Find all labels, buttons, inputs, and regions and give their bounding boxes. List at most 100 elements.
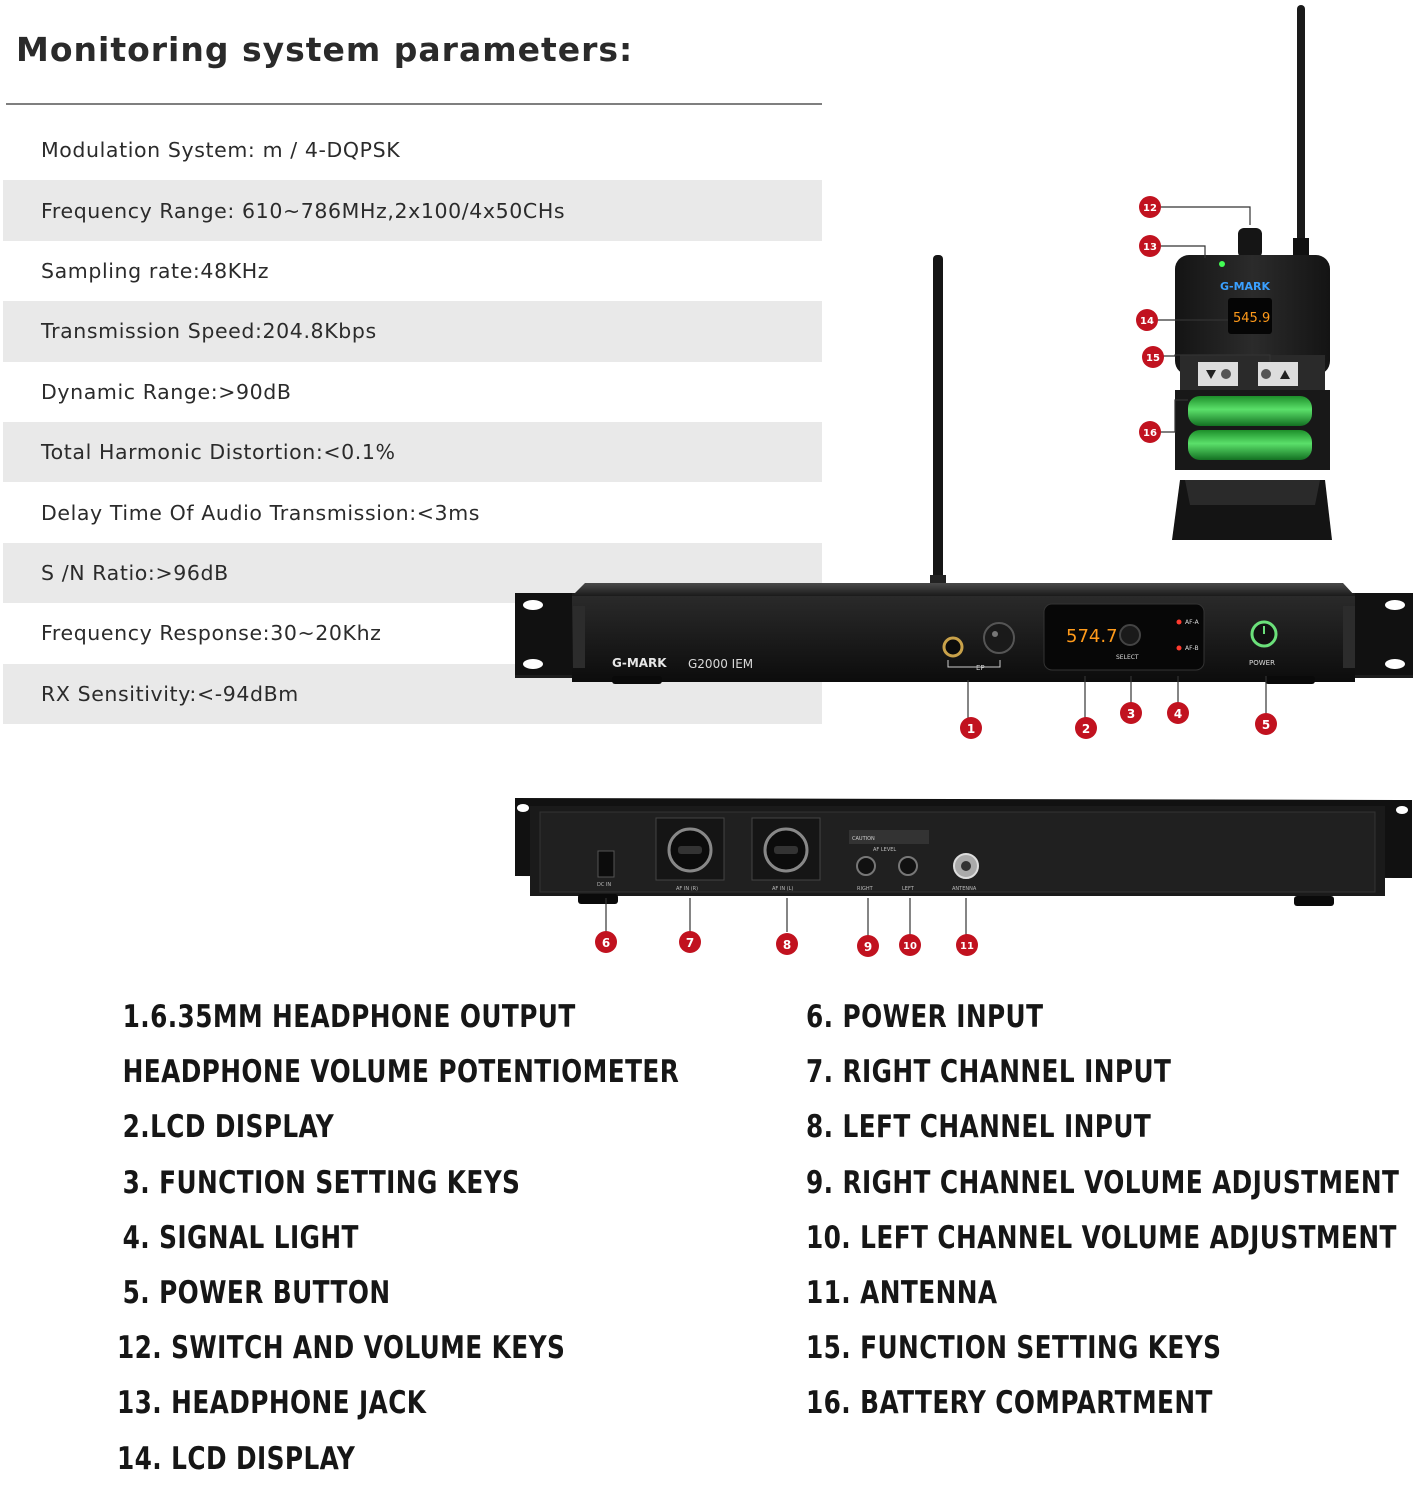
af-a-label: AF-A (1185, 619, 1200, 626)
svg-text:3: 3 (1127, 707, 1135, 721)
left-label: LEFT (902, 886, 915, 892)
svg-text:8: 8 (783, 938, 791, 952)
marker-12: 12 (1139, 196, 1161, 218)
receiver-lcd: 545.9 (1233, 311, 1270, 326)
receiver-down-key[interactable] (1198, 362, 1238, 386)
legend-item: 11. ANTENNA (806, 1274, 998, 1311)
spec-label: Transmission Speed: (41, 319, 263, 344)
svg-text:1: 1 (967, 722, 975, 736)
legend-item: 2.LCD DISPLAY (122, 1109, 335, 1146)
spec-row-sampling-rate: Sampling rate:48KHz (3, 241, 822, 301)
marker-13: 13 (1139, 235, 1161, 257)
marker-7: 7 (679, 931, 701, 953)
right-level-knob-icon[interactable] (856, 856, 876, 876)
svg-text:2: 2 (1082, 722, 1090, 736)
svg-text:14: 14 (1140, 316, 1154, 327)
spec-label: Sampling rate: (41, 258, 201, 283)
rear-panel: DC IN AF IN (R) AF IN (L) CAUTION AF LEV… (515, 798, 1412, 906)
receiver-volume-knob-icon[interactable] (1238, 228, 1262, 258)
legend-item: 9. RIGHT CHANNEL VOLUME ADJUSTMENT (806, 1164, 1400, 1201)
legend-right: 6. POWER INPUT 7. RIGHT CHANNEL INPUT 8.… (806, 995, 1426, 1437)
spec-value: <3ms (416, 500, 481, 525)
signal-light-a-icon (1176, 619, 1182, 625)
marker-9: 9 (857, 935, 879, 957)
spec-label: Frequency Range: (41, 198, 235, 223)
spec-value: >96dB (155, 560, 229, 585)
spec-row-transmission-speed: Transmission Speed:204.8Kbps (3, 301, 822, 362)
right-label: RIGHT (857, 886, 874, 892)
legend-item: 6. POWER INPUT (806, 999, 1044, 1035)
select-button[interactable] (1119, 624, 1141, 646)
spec-row-delay-time: Delay Time Of Audio Transmission:<3ms (3, 482, 822, 542)
spec-row-dynamic-range: Dynamic Range:>90dB (3, 362, 822, 422)
spec-row-frequency-response: Frequency Response:30~20Khz (3, 603, 822, 663)
af-in-r-label: AF IN (R) (676, 886, 698, 892)
legend-item: 10. LEFT CHANNEL VOLUME ADJUSTMENT (806, 1219, 1397, 1256)
legend-item: 16. BATTERY COMPARTMENT (806, 1385, 1213, 1422)
spec-label: Modulation System: (41, 138, 256, 163)
marker-16: 16 (1139, 421, 1161, 443)
spec-value: m / 4-DQPSK (262, 138, 401, 163)
headphone-jack-icon[interactable] (942, 636, 964, 658)
volume-knob-icon[interactable] (983, 622, 1015, 654)
callout-lines (605, 206, 1271, 936)
marker-10: 10 (899, 934, 921, 956)
spec-value: 30~20Khz (270, 621, 382, 646)
legend-item: 1.6.35MM HEADPHONE OUTPUT (122, 999, 576, 1035)
spec-label: Total Harmonic Distortion: (41, 440, 324, 465)
spec-value: 48KHz (200, 258, 270, 283)
receiver-brand-label: G-MARK (1220, 280, 1271, 293)
antenna-label: ANTENNA (952, 886, 977, 892)
legend-item: 7. RIGHT CHANNEL INPUT (806, 1054, 1172, 1091)
svg-text:13: 13 (1143, 242, 1157, 253)
spec-value: 204.8Kbps (262, 319, 377, 344)
product-illustration: G-MARK G2000 IEM EP 574.7 SELECT AF-A AF… (515, 5, 1413, 957)
spec-label: S /N Ratio: (41, 560, 156, 585)
receiver-antenna (1297, 5, 1305, 260)
dc-jack-icon[interactable] (597, 850, 615, 878)
dc-in-label: DC IN (597, 882, 611, 888)
spec-label: Dynamic Range: (41, 379, 219, 404)
spec-value: >90dB (218, 379, 292, 404)
page-title: Monitoring system parameters: (16, 30, 634, 69)
battery-top (1188, 396, 1312, 426)
svg-text:9: 9 (864, 940, 872, 954)
svg-text:4: 4 (1174, 707, 1182, 721)
marker-3: 3 (1120, 702, 1142, 724)
spec-row-modulation: Modulation System: m / 4-DQPSK (3, 120, 822, 180)
svg-text:15: 15 (1146, 353, 1160, 364)
bodypack-receiver: G-MARK 545.9 (1172, 5, 1332, 540)
spec-label: Frequency Response: (41, 621, 271, 646)
legend-item: 5. POWER BUTTON (122, 1274, 391, 1311)
marker-6: 6 (595, 931, 617, 953)
signal-light-b-icon (1176, 645, 1182, 651)
spec-value: <0.1% (323, 440, 396, 465)
legend-item: 14. LCD DISPLAY (117, 1440, 356, 1477)
svg-text:7: 7 (686, 936, 694, 950)
spec-table: Modulation System: m / 4-DQPSK Frequency… (3, 120, 822, 724)
spec-value: <-94dBm (196, 681, 299, 706)
legend-left: 1.6.35MM HEADPHONE OUTPUT HEADPHONE VOLU… (117, 995, 820, 1492)
spec-label: Delay Time Of Audio Transmission: (41, 500, 417, 525)
marker-2: 2 (1075, 717, 1097, 739)
svg-text:10: 10 (903, 941, 917, 952)
svg-text:16: 16 (1143, 428, 1157, 439)
legend-item: 4. SIGNAL LIGHT (122, 1219, 359, 1256)
marker-14: 14 (1136, 309, 1158, 331)
svg-text:12: 12 (1143, 203, 1157, 214)
marker-11: 11 (956, 934, 978, 956)
front-antenna (930, 255, 946, 593)
marker-4: 4 (1167, 702, 1189, 724)
spec-row-frequency-range: Frequency Range: 610~786MHz,2x100/4x50CH… (3, 180, 822, 241)
receiver-led-icon (1219, 261, 1225, 267)
caution-label: CAUTION (852, 836, 875, 842)
svg-text:5: 5 (1262, 718, 1270, 732)
select-label: SELECT (1116, 654, 1139, 661)
legend-item: 8. LEFT CHANNEL INPUT (806, 1109, 1152, 1146)
legend-item: 13. HEADPHONE JACK (117, 1385, 427, 1422)
af-b-label: AF-B (1185, 645, 1199, 652)
left-level-knob-icon[interactable] (898, 856, 918, 876)
model-label: G2000 IEM (688, 657, 753, 671)
legend-item: 12. SWITCH AND VOLUME KEYS (117, 1330, 566, 1367)
legend-item: 15. FUNCTION SETTING KEYS (806, 1330, 1222, 1367)
